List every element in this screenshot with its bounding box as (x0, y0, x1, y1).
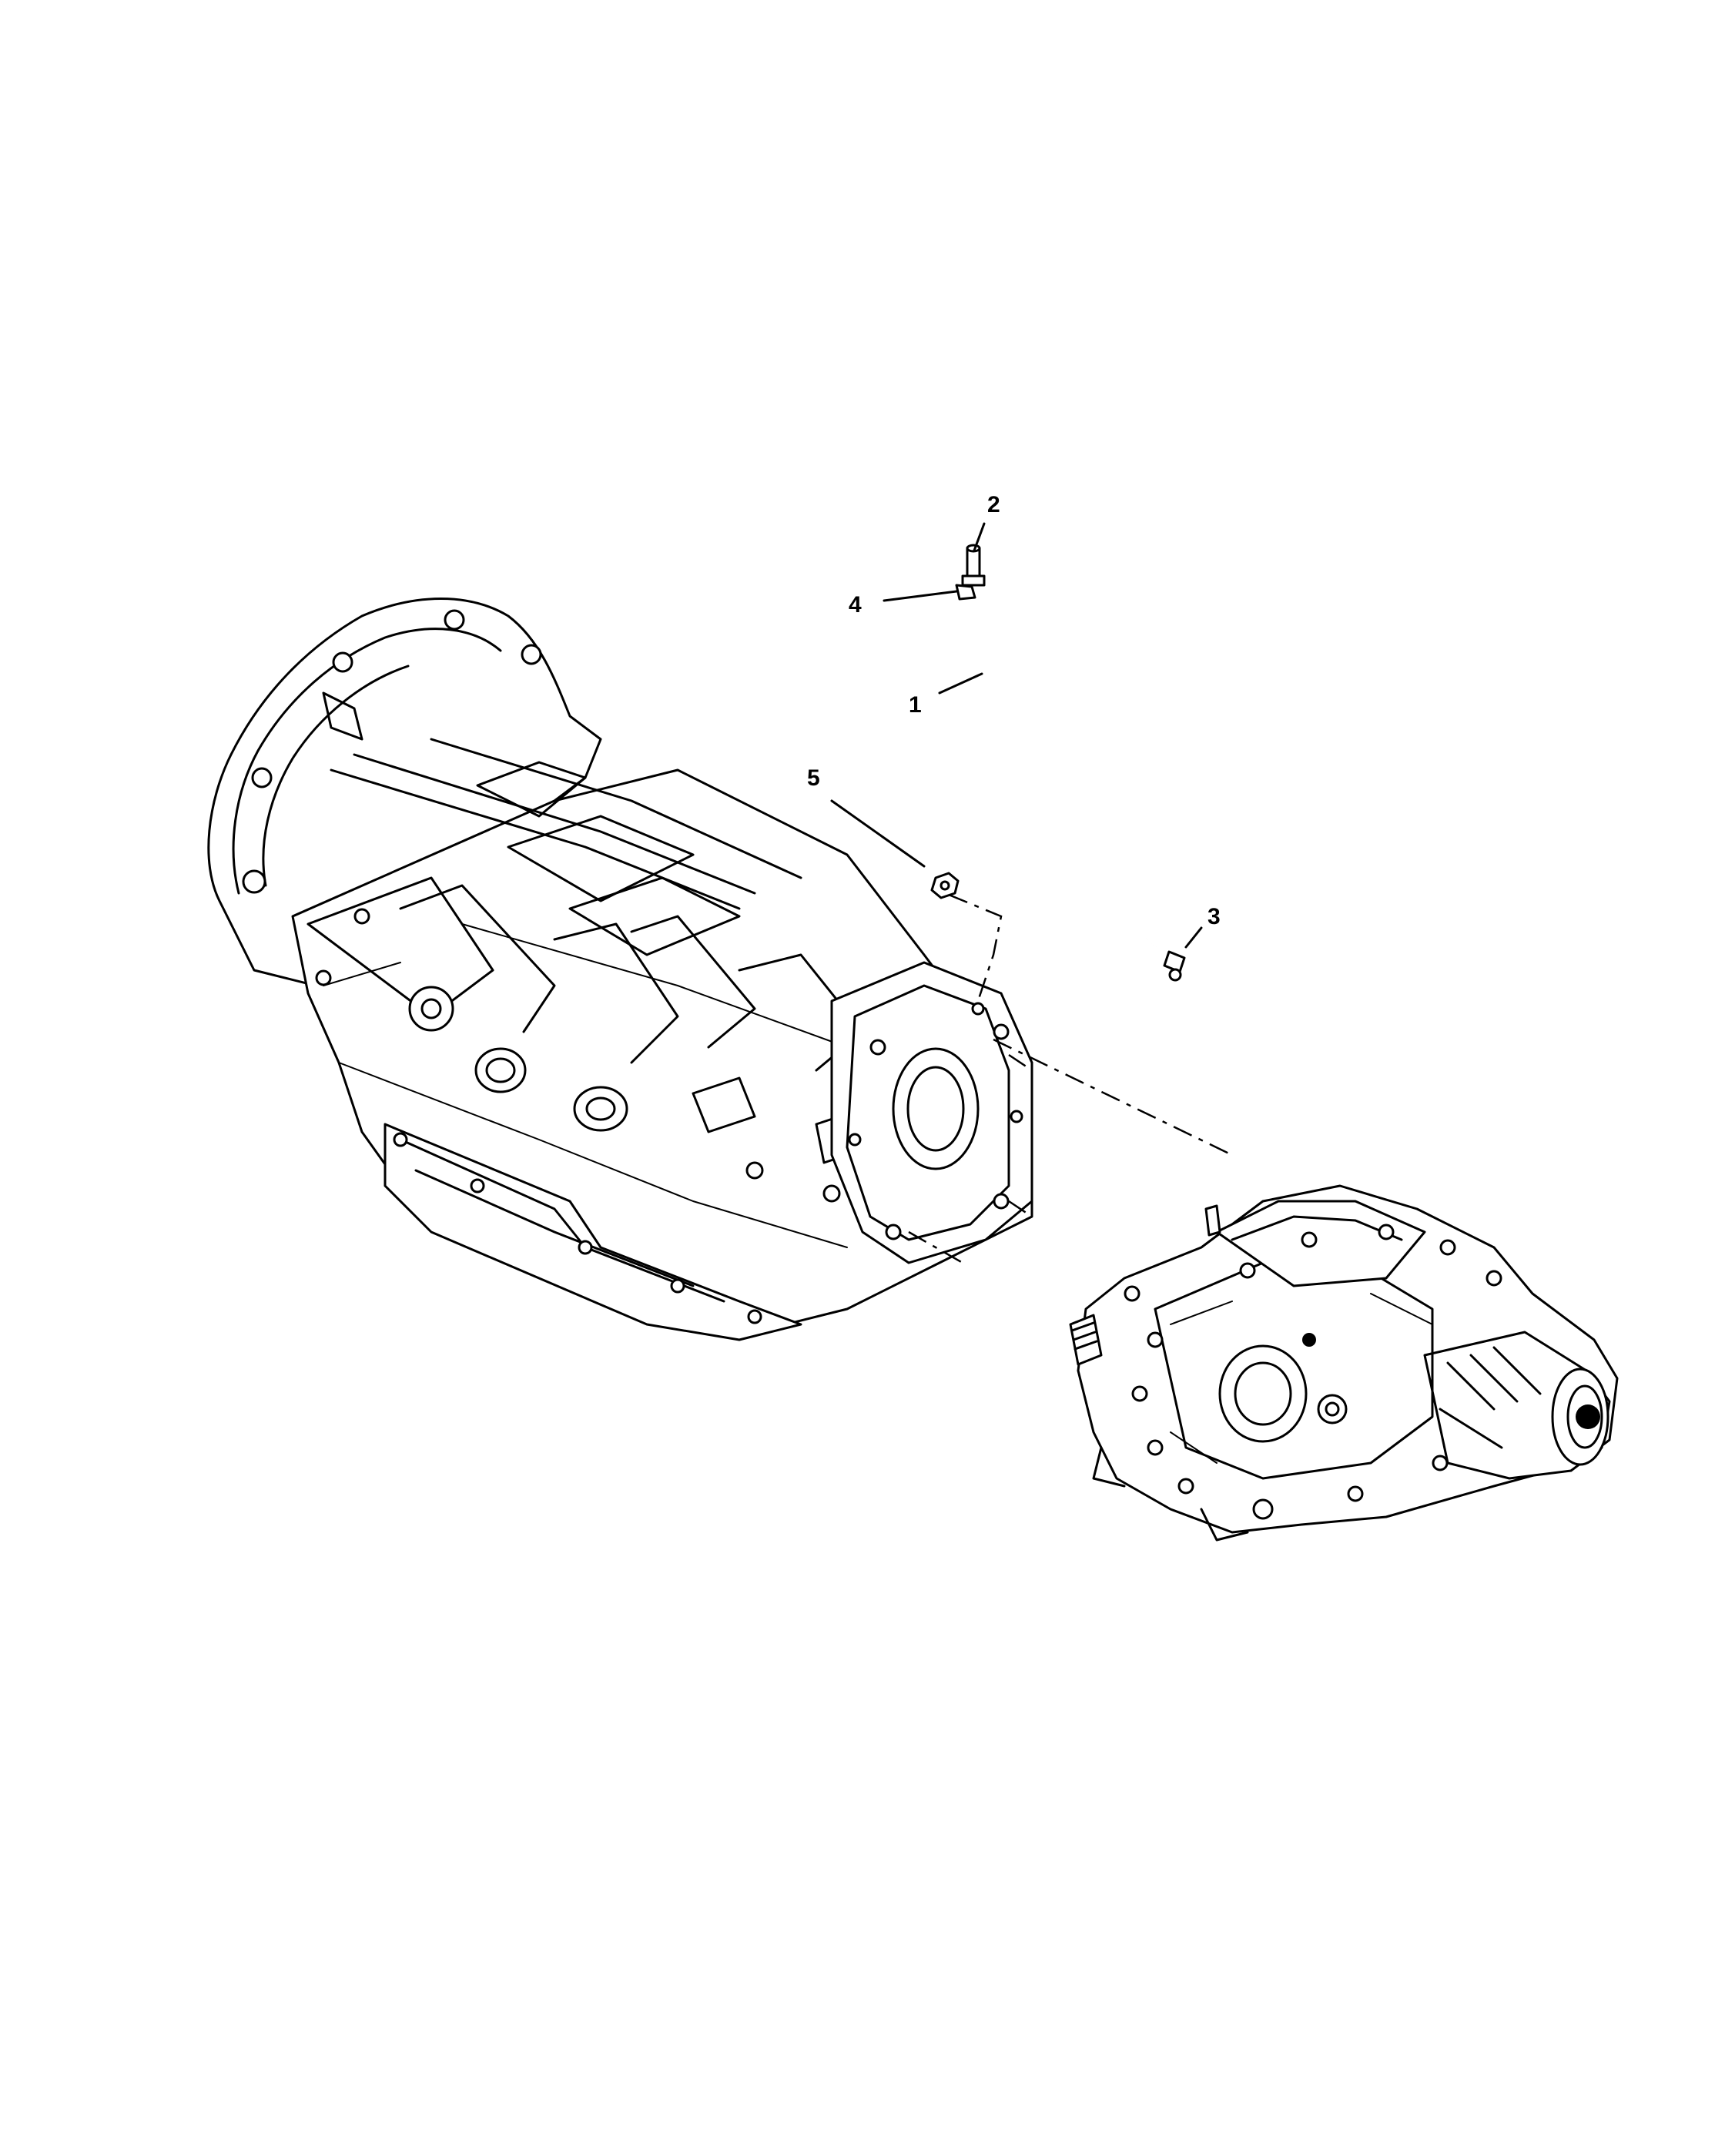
vent-hose-drawing (961, 584, 1178, 956)
callout-2: 2 (987, 492, 1000, 517)
callout-labels: 1 2 3 4 5 (807, 492, 1221, 929)
transmission-assembly-drawing (207, 598, 1033, 1341)
callout-1: 1 (909, 692, 922, 718)
callout-leader-lines (830, 522, 1203, 949)
nut-drawing (930, 872, 1003, 1002)
alignment-lines (908, 1038, 1233, 1264)
callout-5: 5 (807, 765, 820, 791)
transfer-case-drawing (1069, 1184, 1619, 1542)
callout-3: 3 (1208, 904, 1221, 929)
callout-4: 4 (849, 592, 862, 618)
hose-clamp-drawing (955, 584, 976, 601)
hose-end-fitting-drawing (1163, 950, 1186, 982)
